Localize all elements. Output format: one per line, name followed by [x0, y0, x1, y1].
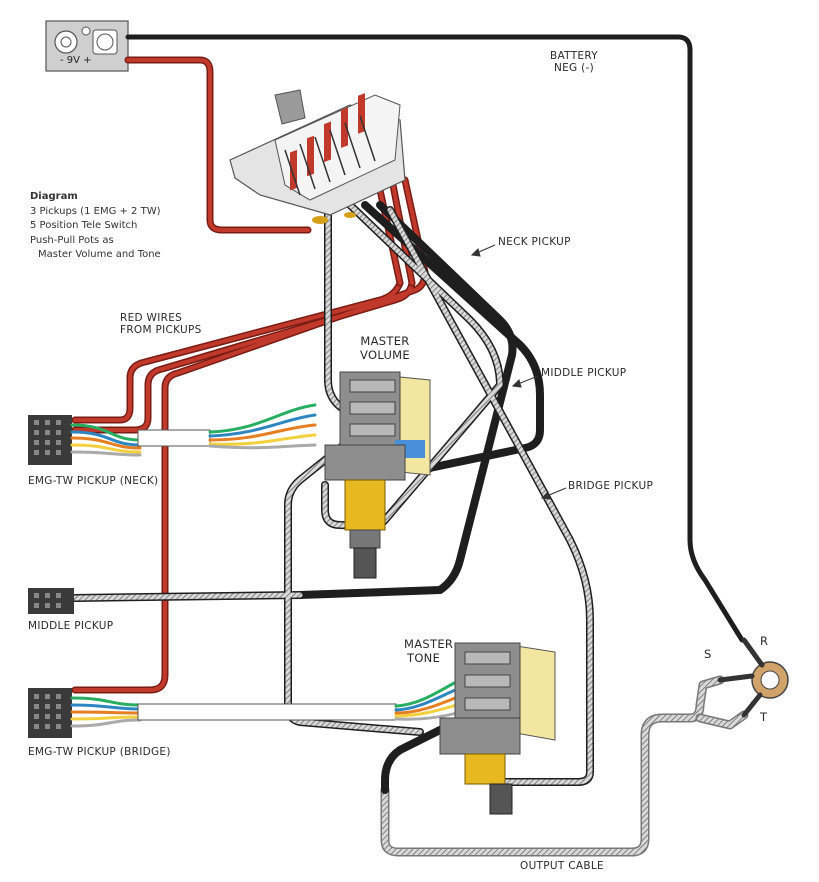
- master-volume-label: MASTER VOLUME: [355, 334, 415, 362]
- diagram-info-box: Diagram 3 Pickups (1 EMG + 2 TW) 5 Posit…: [30, 190, 161, 263]
- stereo-output-jack: [717, 637, 789, 718]
- bridge-ribbon-cable: [70, 678, 462, 728]
- battery-voltage-label: - 9V +: [60, 55, 92, 66]
- pointer-arrows: [470, 244, 567, 500]
- red-wires-line-2: FROM PICKUPS: [120, 324, 202, 336]
- emg-tw-bridge-connector: [28, 688, 72, 738]
- info-line-4: Master Volume and Tone: [38, 249, 161, 260]
- output-cable: [380, 675, 749, 857]
- neck-pickup-wire-label: NECK PICKUP: [498, 236, 571, 248]
- master-tone-line-2: TONE: [407, 651, 441, 665]
- output-cable-label: OUTPUT CABLE: [520, 860, 604, 872]
- red-wires-label: RED WIRES FROM PICKUPS: [120, 312, 202, 336]
- diagram-title: Diagram: [30, 191, 78, 202]
- master-tone-label: MASTER TONE: [404, 637, 453, 665]
- five-position-switch: [229, 89, 406, 224]
- middle-pickup-wire-label: MIDDLE PICKUP: [541, 367, 627, 379]
- master-volume-pot: [324, 371, 431, 579]
- battery-label-line-2: NEG (-): [553, 62, 595, 74]
- info-line-1: 3 Pickups (1 EMG + 2 TW): [30, 205, 161, 217]
- info-line-2: 5 Position Tele Switch: [30, 220, 138, 231]
- master-tone-line-1: MASTER: [404, 637, 454, 651]
- jack-r-label: R: [760, 634, 769, 648]
- master-tone-pot: [439, 642, 556, 815]
- battery-neg-label: BATTERY NEG (-): [548, 50, 600, 74]
- jack-s-label: S: [704, 647, 712, 661]
- battery-9v: [45, 20, 129, 72]
- battery-label-line-1: BATTERY: [550, 50, 598, 62]
- middle-pickup-connector: [28, 588, 74, 614]
- neck-ribbon-cable: [70, 403, 317, 457]
- master-volume-line-1: MASTER: [360, 334, 410, 348]
- shielded-wires: [71, 201, 594, 794]
- bridge-pickup-wire-label: BRIDGE PICKUP: [568, 480, 654, 492]
- emg-tw-bridge-label: EMG-TW PICKUP (BRIDGE): [28, 746, 171, 758]
- emg-tw-neck-connector: [28, 415, 72, 465]
- info-line-3: Push-Pull Pots as: [30, 234, 114, 246]
- red-wires: [71, 56, 429, 694]
- middle-pickup-label: MIDDLE PICKUP: [28, 620, 114, 632]
- jack-t-label: T: [760, 710, 768, 724]
- emg-tw-neck-label: EMG-TW PICKUP (NECK): [28, 475, 159, 487]
- battery-neg-wire: [125, 34, 745, 643]
- master-volume-line-2: VOLUME: [360, 348, 410, 362]
- red-wires-line-1: RED WIRES: [120, 312, 183, 324]
